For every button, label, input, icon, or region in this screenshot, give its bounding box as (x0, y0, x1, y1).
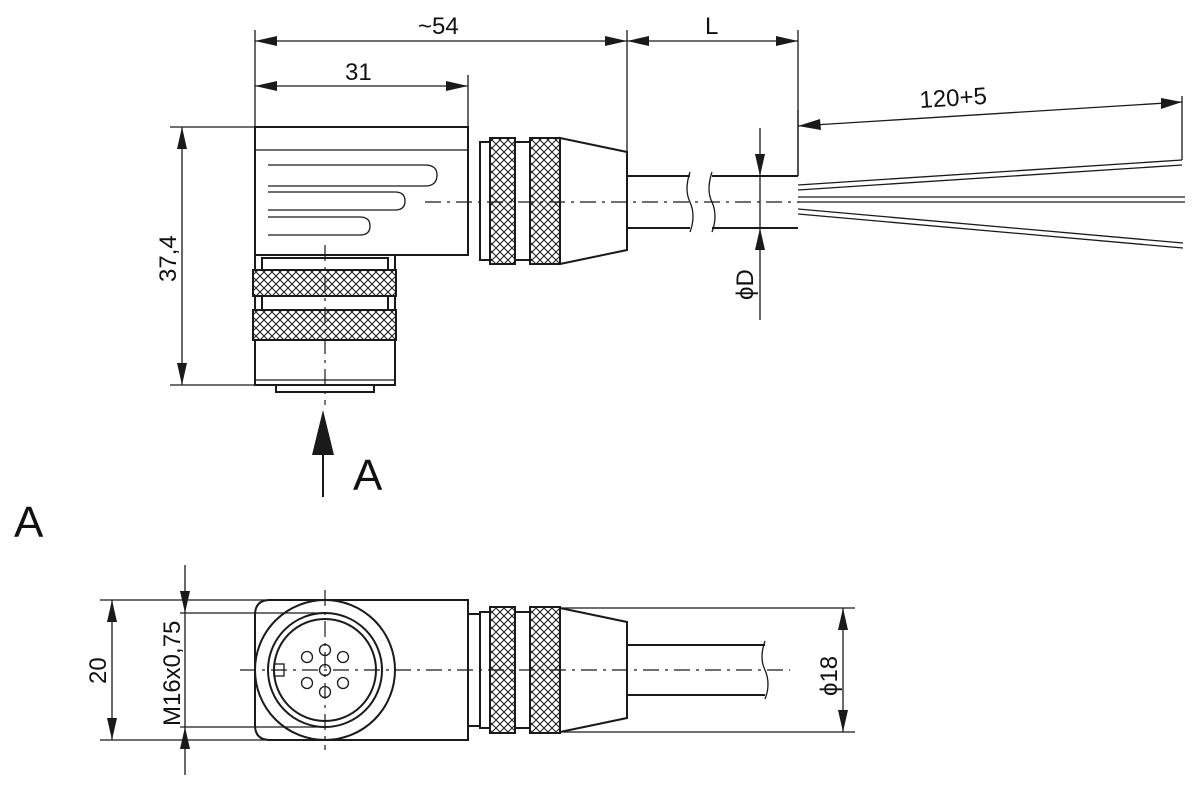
dim-nut-diameter: ϕ18 (560, 607, 855, 733)
side-view: A ~54 L 31 (155, 13, 1185, 500)
cable (627, 175, 798, 229)
dim-thread: M16x0,75 (159, 565, 325, 775)
view-a-cable (627, 644, 765, 696)
dim-overall-length-label: ~54 (418, 13, 459, 40)
dim-nut-diameter-label: ϕ18 (816, 656, 843, 696)
view-a: A (14, 498, 855, 775)
connector-body (254, 126, 469, 256)
dim-wire-strip-label: 120+5 (919, 83, 988, 114)
view-arrow-head (312, 410, 334, 455)
strain-relief (559, 136, 628, 266)
dim-overall-length: ~54 (254, 13, 628, 152)
stripped-wires (797, 159, 1185, 249)
knurl-ring-2 (529, 137, 561, 265)
dim-cable-length: L (627, 13, 799, 176)
knurl-ring-1 (489, 137, 516, 265)
dim-height: 37,4 (155, 126, 255, 386)
dim-view-width-label: 20 (85, 657, 112, 684)
dim-cable-length-label: L (705, 13, 718, 40)
dim-thread-label: M16x0,75 (159, 621, 186, 726)
dim-cable-diameter: ϕD (732, 128, 765, 320)
grip-fins (268, 164, 438, 236)
dim-height-label: 37,4 (155, 235, 182, 282)
dim-wire-strip: 120+5 (797, 83, 1183, 176)
view-arrow-label: A (353, 451, 383, 500)
section-label: A (14, 498, 44, 547)
dim-body-length-label: 31 (345, 59, 372, 86)
dim-cable-diameter-label: ϕD (732, 269, 759, 300)
contact-pins (300, 643, 350, 699)
dim-body-length: 31 (255, 59, 469, 127)
